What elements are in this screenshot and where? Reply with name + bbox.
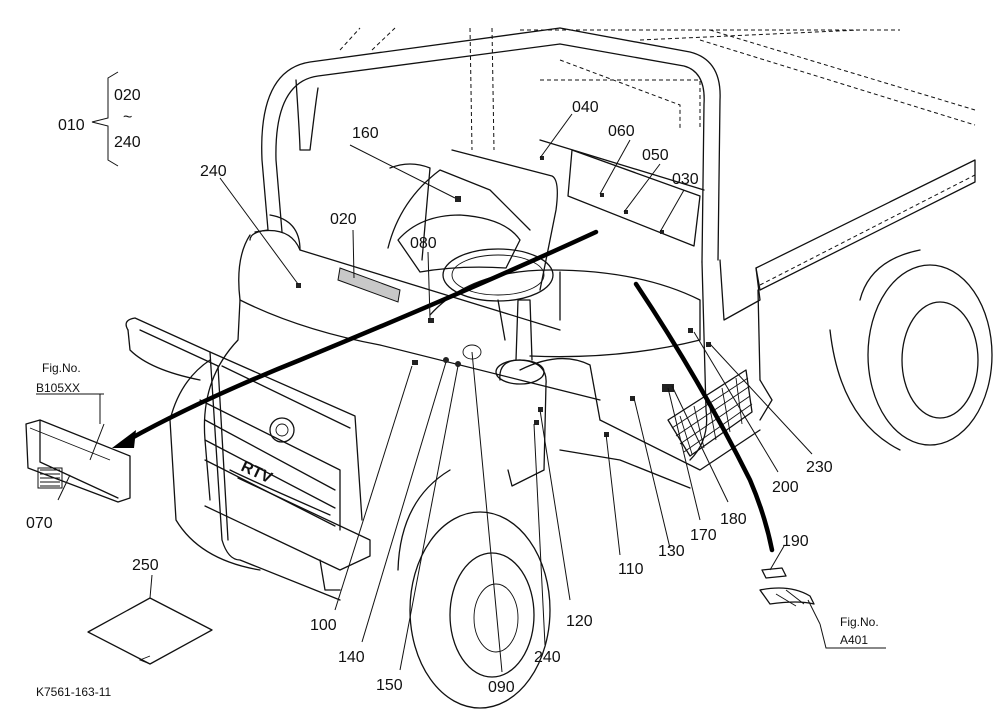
detail-pieces-a401 xyxy=(759,567,815,607)
arrowhead-left xyxy=(112,430,136,448)
label-250: 250 xyxy=(132,557,159,574)
detail-panel-b105xx xyxy=(25,419,131,503)
label-110: 110 xyxy=(618,561,644,578)
label-100: 100 xyxy=(310,617,337,634)
fig-right-title: Fig.No. xyxy=(840,615,879,629)
fig-left-title: Fig.No. xyxy=(42,361,81,375)
label-070: 070 xyxy=(26,515,53,532)
label-range-010: 010 xyxy=(58,117,85,134)
label-050: 050 xyxy=(642,147,669,164)
fig-right-ref: A401 xyxy=(840,633,868,647)
callout-arrow-to-a401 xyxy=(633,281,775,553)
label-240-top: 240 xyxy=(200,163,227,180)
decal-markers xyxy=(296,156,711,437)
label-190: 190 xyxy=(782,533,809,550)
label-230: 230 xyxy=(806,459,833,476)
label-020: 020 xyxy=(330,211,357,228)
label-060: 060 xyxy=(608,123,635,140)
leader-lines xyxy=(36,71,886,673)
label-090: 090 xyxy=(488,679,515,696)
label-030: 030 xyxy=(672,171,699,188)
part-labels: 010 020 ~ 240 240 160 040 060 050 030 02… xyxy=(26,87,879,699)
vehicle-outline xyxy=(125,27,993,709)
sheet-250 xyxy=(87,597,213,665)
callout-arrow-to-b105xx xyxy=(125,229,599,443)
label-range-tilde: ~ xyxy=(123,109,132,126)
label-130: 130 xyxy=(658,543,685,560)
label-180: 180 xyxy=(720,511,747,528)
label-120: 120 xyxy=(566,613,593,630)
label-140: 140 xyxy=(338,649,365,666)
label-200: 200 xyxy=(772,479,799,496)
label-080: 080 xyxy=(410,235,437,252)
label-150: 150 xyxy=(376,677,403,694)
label-240-bottom: 240 xyxy=(534,649,561,666)
fig-left-ref: B105XX xyxy=(36,381,80,395)
label-range-020: 020 xyxy=(114,87,141,104)
label-040: 040 xyxy=(572,99,599,116)
label-160: 160 xyxy=(352,125,379,142)
drawing-code: K7561-163-11 xyxy=(36,685,111,699)
label-170: 170 xyxy=(690,527,717,544)
label-range-240: 240 xyxy=(114,134,141,151)
